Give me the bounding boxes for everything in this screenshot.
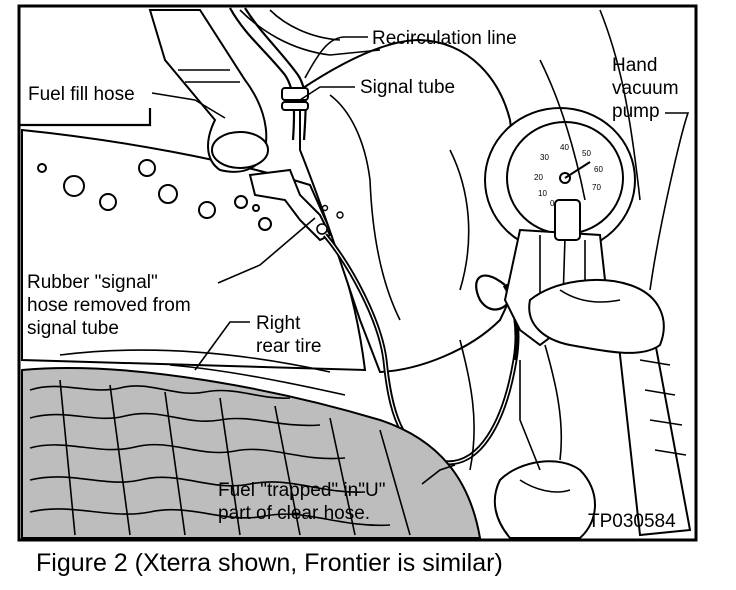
figure-caption: Figure 2 (Xterra shown, Frontier is simi… xyxy=(36,549,503,577)
label-fuel-trapped-line2: part of clear hose. xyxy=(218,503,370,524)
signal-tube xyxy=(244,7,307,141)
right-rear-tire xyxy=(21,367,482,539)
label-rubber-signal-hose-line3: signal tube xyxy=(27,318,119,339)
label-right-rear-tire-line1: Right xyxy=(256,313,301,334)
label-fuel-fill-hose: Fuel fill hose xyxy=(28,84,135,105)
gauge-tick: 40 xyxy=(560,143,569,152)
gauge-tick: 0 xyxy=(550,199,555,208)
gauge-tick: 10 xyxy=(538,189,547,198)
gauge-tick: 20 xyxy=(534,173,543,182)
label-fuel-trapped-line1: Fuel "trapped" in"U" xyxy=(218,480,385,501)
gauge-tick: 60 xyxy=(594,165,603,174)
gauge-tick: 30 xyxy=(540,153,549,162)
label-rubber-signal-hose-line1: Rubber "signal" xyxy=(27,272,158,293)
gauge-tick: 50 xyxy=(582,149,591,158)
label-hand-vacuum-pump-line3: pump xyxy=(612,101,660,122)
label-hand-vacuum-pump-line1: Hand xyxy=(612,55,657,76)
leader-lines xyxy=(151,36,690,485)
label-hand-vacuum-pump-line2: vacuum xyxy=(612,78,679,99)
figure-code: TP030584 xyxy=(588,511,676,532)
gauge-ticks: 0 10 20 30 40 50 60 70 xyxy=(534,143,603,208)
hand-lower xyxy=(493,460,596,539)
illustration: 0 10 20 30 40 50 60 70 xyxy=(17,7,692,539)
recirculation-line xyxy=(229,7,296,141)
label-right-rear-tire-line2: rear tire xyxy=(256,336,321,357)
hand-upper xyxy=(528,279,665,354)
gauge-tick: 70 xyxy=(592,183,601,192)
label-rubber-signal-hose-line2: hose removed from xyxy=(27,295,191,316)
label-recirculation-line: Recirculation line xyxy=(372,28,517,49)
label-signal-tube: Signal tube xyxy=(360,77,455,98)
